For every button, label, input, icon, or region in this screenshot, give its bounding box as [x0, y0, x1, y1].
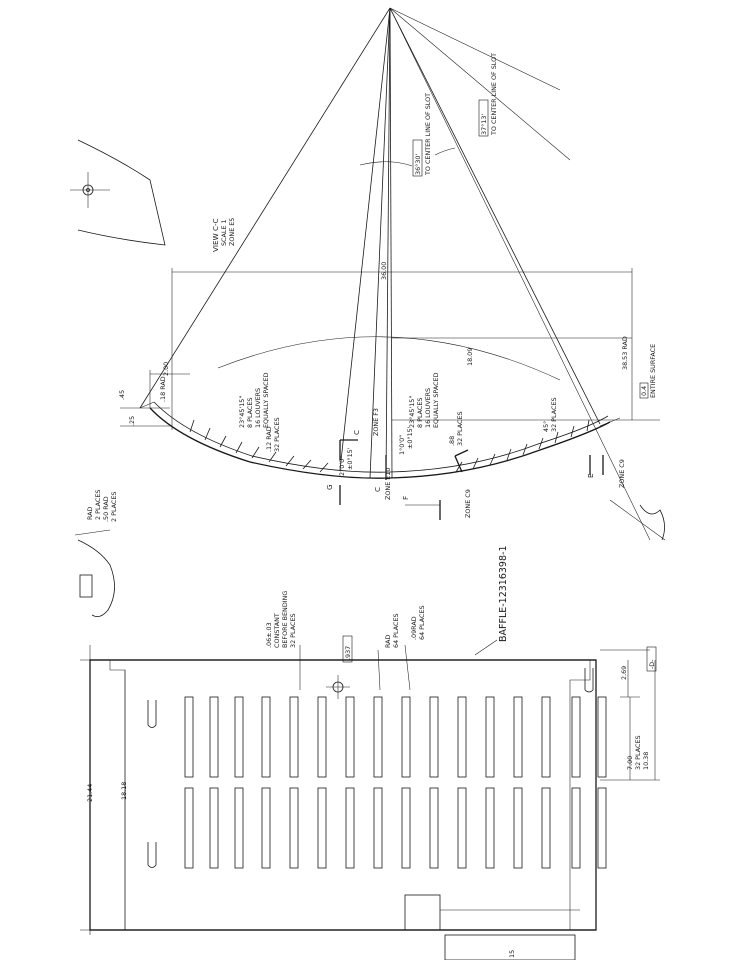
flat-pattern-notches: [147, 668, 594, 868]
view-title: VIEW C-C: [211, 218, 220, 252]
dim-overall-width: 21.44: [86, 784, 94, 802]
surface-flag: 0.4: [640, 386, 648, 396]
dim-slot-pitch-3: 10.38: [642, 752, 650, 770]
slot-angle-1b: ±0°15': [346, 447, 354, 470]
angle-left-2: 8 PLACES: [246, 398, 254, 428]
bend-note-2: CONSTANT: [273, 613, 281, 648]
baffle-arc-profile: [139, 401, 621, 479]
angle-arcs: [217, 147, 561, 381]
broken-fragment-left: [74, 529, 115, 618]
section-c2: C: [373, 487, 382, 492]
slot-rad-3: .09RAD: [410, 616, 418, 640]
angle-right-2: 8 PLACES: [416, 398, 424, 428]
dim-louver-depth-places: 32 PLACES: [456, 411, 464, 446]
rad-small-1: RAD: [86, 506, 94, 520]
section-f-zone: ZONE C9: [464, 489, 472, 518]
angle-left-3: 16 LOUVERS: [254, 388, 262, 428]
rad-small-4: 2 PLACES: [110, 492, 118, 522]
dim-slot-span: 18.18: [120, 782, 128, 800]
bend-note-3: BEFORE BENDING: [281, 591, 289, 648]
section-c: C: [352, 430, 361, 435]
dim-tip: .45: [118, 390, 126, 400]
angle-right-3: 16 LOUVERS: [424, 388, 432, 428]
datum-box: -D-: [648, 659, 656, 669]
part-title: BAFFLE-12316398-1: [498, 546, 509, 643]
section-e: E: [586, 473, 595, 478]
slot-angle-box-2-note: TO CENTER LINE OF SLOT: [490, 53, 498, 136]
bottom-fragment: 15: [508, 950, 516, 958]
mounting-hole: [326, 675, 350, 699]
view-zone: ZONE E5: [228, 218, 236, 246]
dimension-lines: [120, 268, 660, 430]
section-g: G: [325, 484, 334, 490]
angle-left-4: EQUALLY SPACED: [262, 372, 270, 428]
slot-angle-box-2: 37°13': [480, 114, 488, 135]
flat-dimension-lines: [80, 639, 660, 935]
bend-note-4: 32 PLACES: [289, 613, 297, 648]
hole-box: .937: [344, 646, 352, 660]
slot-angle-2b: ±0°15': [406, 426, 414, 449]
slot-rad-1: RAD: [384, 634, 392, 648]
angle-right-4: EQUALLY SPACED: [432, 372, 440, 428]
dim-arc-chord: 36.00: [380, 262, 388, 280]
flat-pattern-outline: [89, 659, 597, 931]
dim-corner-rad: .18 RAD: [159, 376, 167, 402]
slot-angle-box-1-note: TO CENTER LINE OF SLOT: [424, 93, 432, 176]
bend-note-1: .06±.03: [265, 622, 273, 648]
angle-45-places: 32 PLACES: [550, 397, 558, 432]
dim-top-offset: 2.00: [162, 362, 170, 376]
section-markers: [339, 439, 604, 520]
rad-small-2: 2 PLACES: [94, 490, 102, 520]
angle-left-1: 23°45'15": [238, 396, 246, 428]
text-labels: VIEW C-C SCALE 1 ZONE E5 36.00 18.09 38.…: [86, 53, 657, 958]
surface-note: ENTIRE SURFACE: [649, 344, 657, 398]
lower-fragment: [444, 934, 576, 960]
slot-grid: [184, 696, 607, 869]
radial-lines: [139, 7, 651, 541]
slot-angle-2: 1°0'0": [398, 435, 406, 455]
section-c-zone: ZONE F3: [372, 408, 380, 436]
broken-fragment-right: [609, 499, 666, 541]
dim-arc-radius: 38.53 RAD: [621, 336, 629, 370]
section-e-zone: ZONE C9: [618, 459, 626, 488]
dim-edge: .25: [128, 416, 136, 426]
slot-rad-4: 64 PLACES: [418, 605, 426, 640]
dim-louver-rad-places: 32 PLACES: [273, 417, 281, 452]
louver-tabs: [189, 419, 590, 473]
dim-arc-half: 18.09: [466, 348, 474, 366]
section-f: F: [401, 496, 410, 500]
dim-slot-pitch-2: 32 PLACES: [634, 735, 642, 770]
view-cc-fragment: [70, 139, 166, 246]
dim-right-edge: 2.69: [620, 666, 628, 680]
angle-45: 45°: [542, 421, 550, 432]
dim-louver-depth: .88: [448, 436, 456, 446]
dim-louver-rad: .12 RAD: [265, 426, 273, 452]
angle-right-1: 23°45'15": [408, 396, 416, 428]
slot-rad-2: 64 PLACES: [392, 613, 400, 648]
section-c2-zone: ZONE E10: [384, 468, 392, 500]
dim-slot-pitch-1: 7.00: [626, 756, 634, 770]
rad-small-3: .50 RAD: [102, 496, 110, 522]
slot-angle-1: 2°0'0": [338, 456, 346, 476]
slot-angle-box-1: 36°30': [414, 154, 422, 175]
view-scale: SCALE 1: [220, 219, 228, 246]
